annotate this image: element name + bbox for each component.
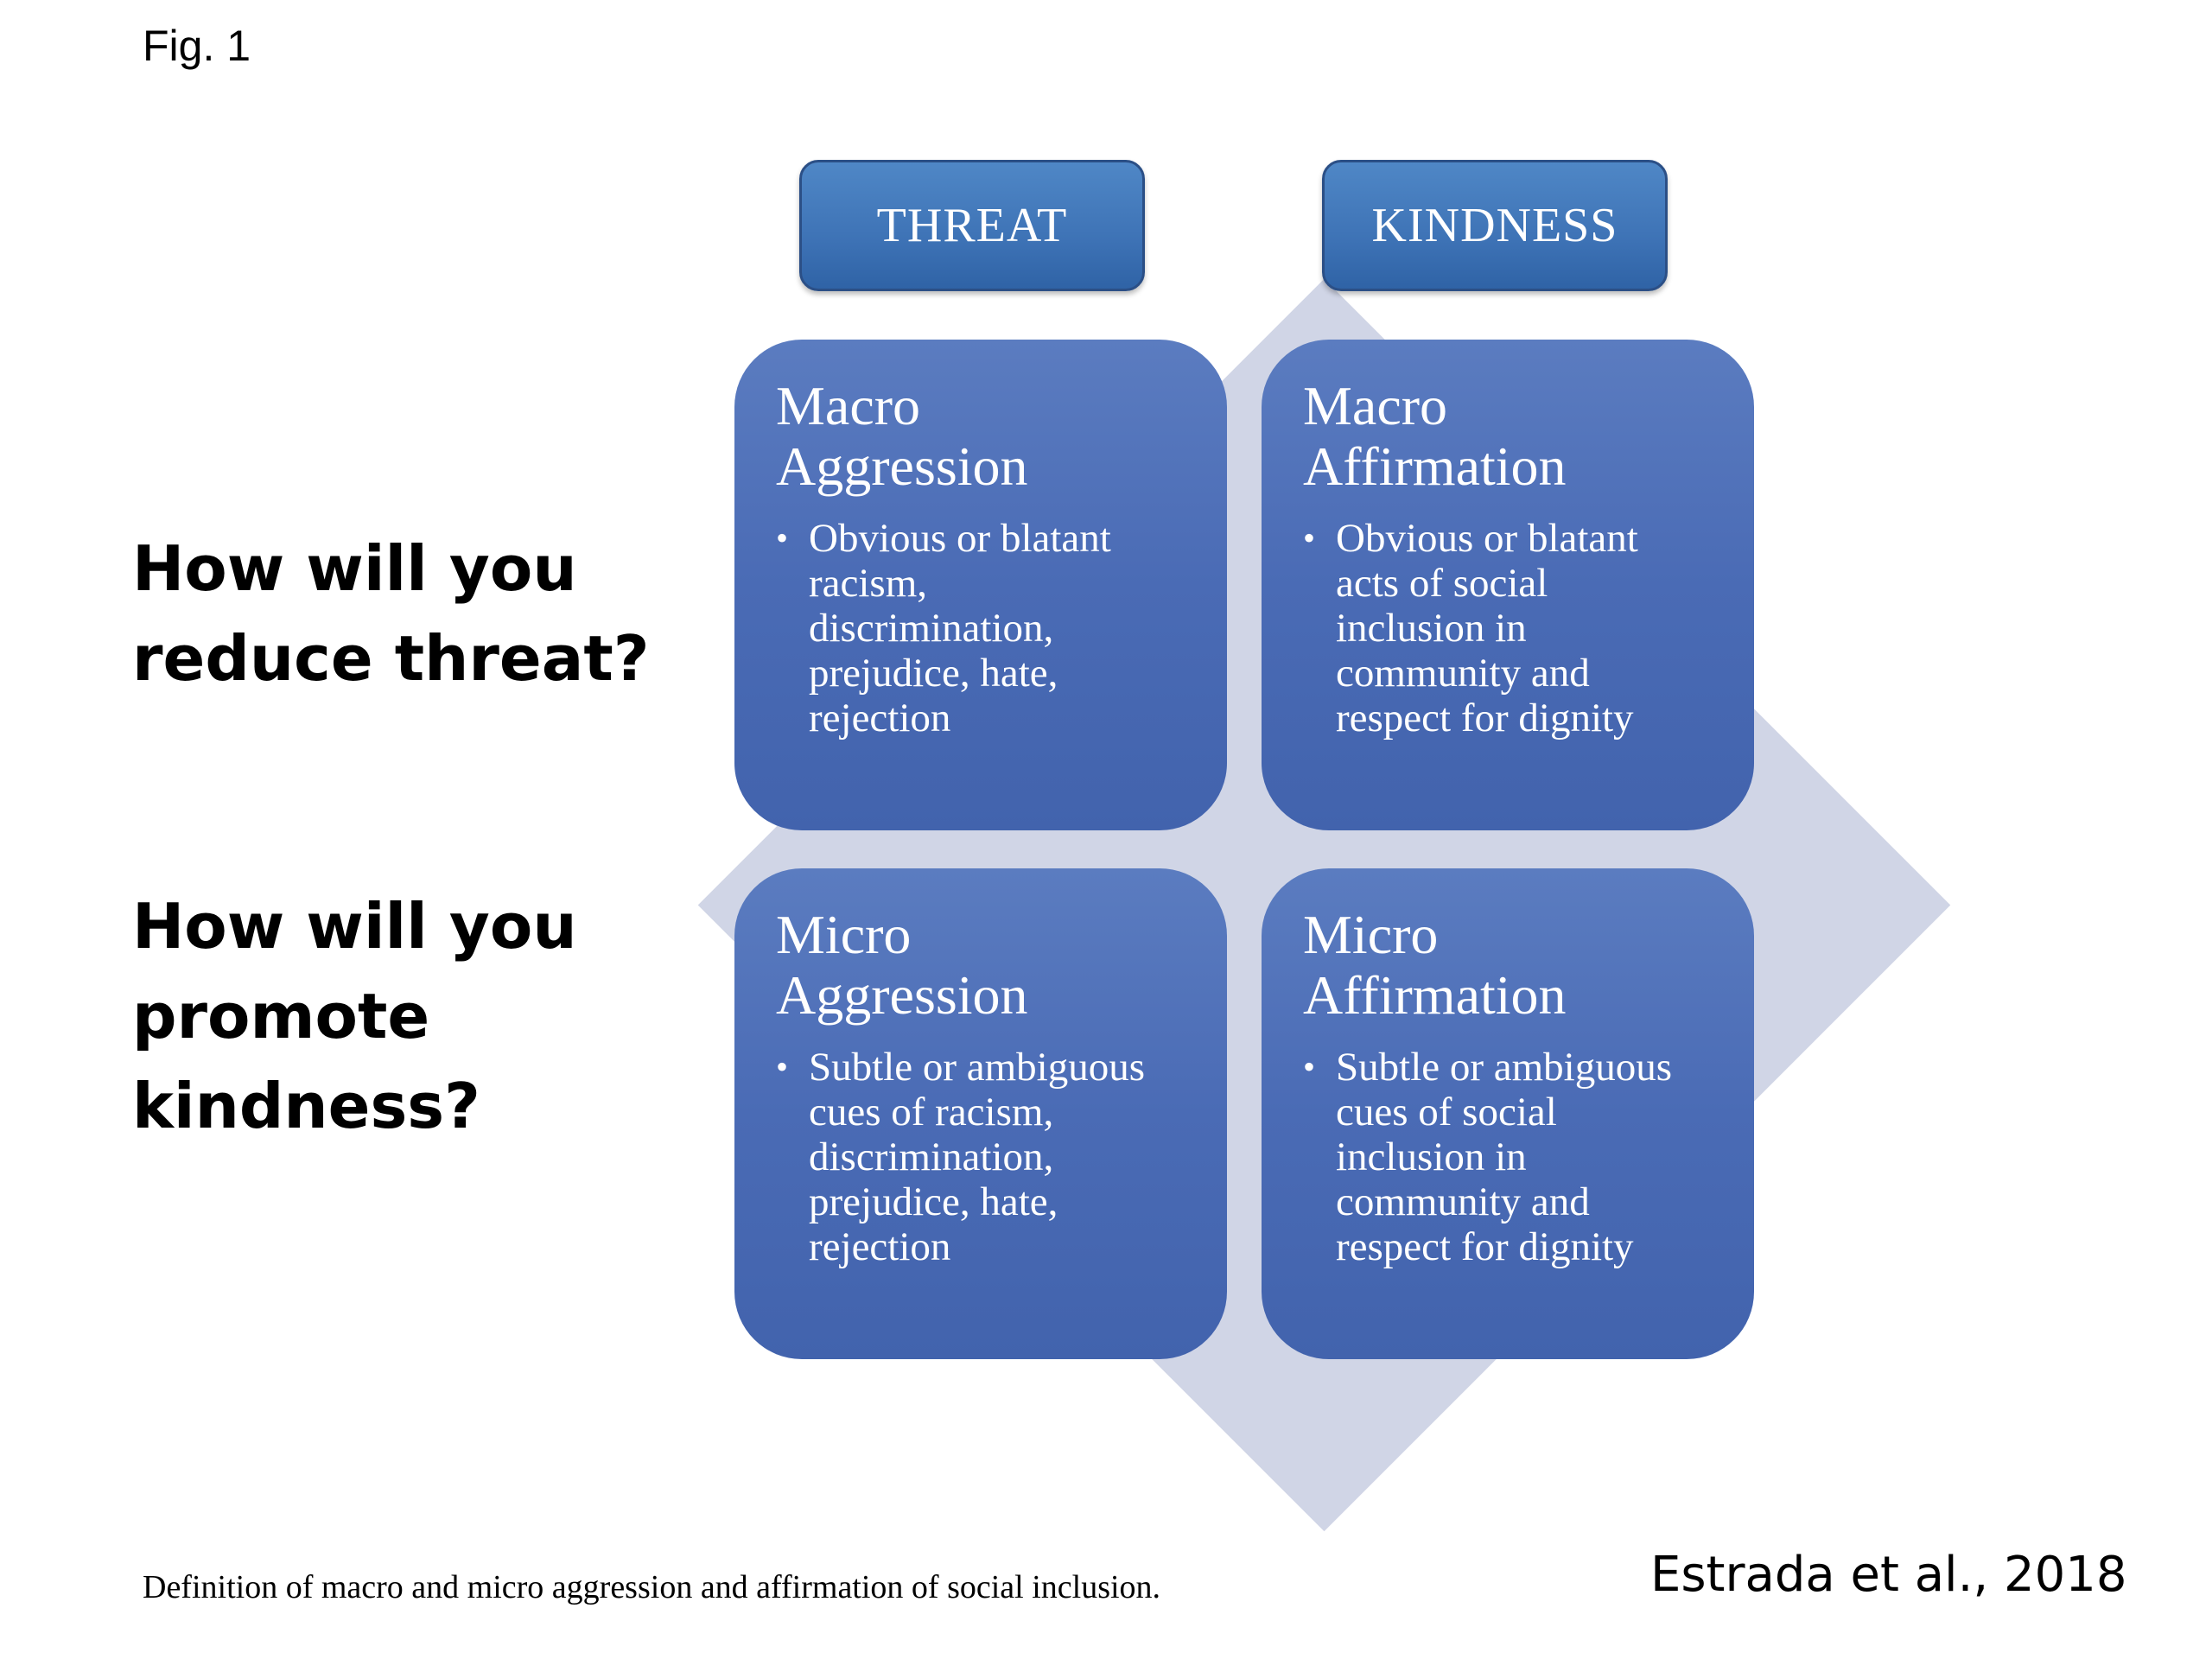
quadrant-bullet: • Obvious or blatant racism, discriminat… [776,516,1192,741]
kindness-header: KINDNESS [1322,160,1668,291]
quadrant-macro-affirmation: Macro Affirmation • Obvious or blatant a… [1262,340,1754,830]
question-reduce-threat: How will you reduce threat? [132,532,650,695]
quadrant-bullet: • Subtle or ambiguous cues of social inc… [1303,1045,1719,1269]
bullet-text: Subtle or ambiguous cues of racism, disc… [809,1045,1146,1269]
quadrant-micro-aggression: Micro Aggression • Subtle or ambiguous c… [734,868,1227,1359]
bullet-text: Obvious or blatant racism, discriminatio… [809,516,1111,741]
bullet-icon: • [1303,1047,1316,1086]
bullet-icon: • [776,1047,789,1086]
quadrant-title: Micro Aggression [776,904,1028,1026]
quadrant-bullet: • Obvious or blatant acts of social incl… [1303,516,1719,741]
question-promote-kindness: How will you promote kindness? [132,890,577,1142]
figure-label: Fig. 1 [143,22,251,70]
citation: Estrada et al., 2018 [1650,1547,2127,1603]
bullet-icon: • [1303,518,1316,557]
figure-caption: Definition of macro and micro aggression… [143,1569,1161,1605]
bullet-text: Subtle or ambiguous cues of social inclu… [1336,1045,1673,1269]
quadrant-bullet: • Subtle or ambiguous cues of racism, di… [776,1045,1192,1269]
bullet-icon: • [776,518,789,557]
quadrant-title: Micro Affirmation [1303,904,1567,1026]
quadrant-title: Macro Affirmation [1303,375,1567,497]
bullet-text: Obvious or blatant acts of social inclus… [1336,516,1638,741]
threat-header: THREAT [799,160,1145,291]
quadrant-title: Macro Aggression [776,375,1028,497]
quadrant-micro-affirmation: Micro Affirmation • Subtle or ambiguous … [1262,868,1754,1359]
quadrant-macro-aggression: Macro Aggression • Obvious or blatant ra… [734,340,1227,830]
